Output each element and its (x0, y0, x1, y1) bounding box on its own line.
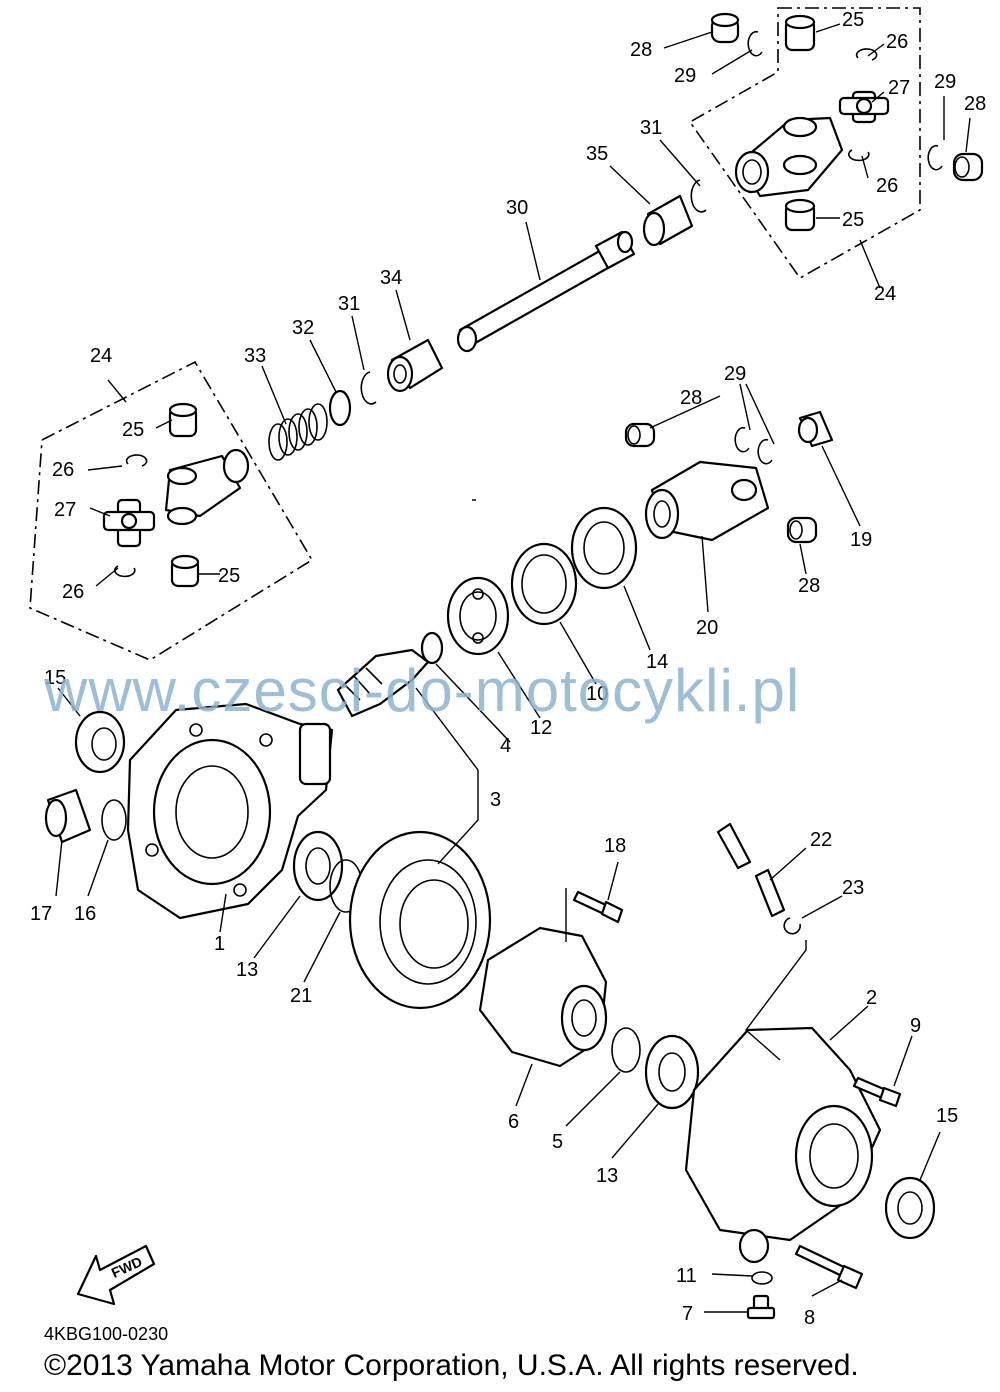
callout-28: 28 (798, 575, 820, 597)
bearing-13-right (644, 1034, 700, 1110)
callout-15: 15 (936, 1105, 958, 1127)
callout-17: 17 (30, 903, 52, 925)
o-ring-16 (101, 799, 127, 841)
spider-cross-left (102, 498, 156, 548)
bolt-8 (794, 1244, 864, 1290)
differential-case-6 (478, 926, 608, 1068)
washer-32 (328, 389, 352, 427)
copyright-notice: ©2013 Yamaha Motor Corporation, U.S.A. A… (44, 1349, 859, 1382)
callout-30: 30 (506, 197, 528, 219)
gasket-11 (751, 1271, 773, 1285)
callout-9: 9 (910, 1015, 921, 1037)
circlip-31-lower (360, 371, 377, 405)
callout-19: 19 (850, 529, 872, 551)
dust-boot-35 (642, 194, 694, 247)
callout-28: 28 (964, 93, 986, 115)
callout-3: 3 (490, 789, 501, 811)
spring-33 (268, 403, 328, 461)
callout-18: 18 (604, 835, 626, 857)
nut-19 (797, 410, 834, 448)
callout-22: 22 (810, 829, 832, 851)
callout-20: 20 (696, 617, 718, 639)
callout-23: 23 (842, 877, 864, 899)
callout-24: 24 (90, 345, 112, 367)
callout-29: 29 (724, 363, 746, 385)
callout-35: 35 (586, 143, 608, 165)
oil-seal-15-left (74, 710, 126, 774)
callout-8: 8 (804, 1307, 815, 1329)
callout-2: 2 (866, 987, 877, 1009)
callout-4: 4 (500, 735, 511, 757)
callout-12: 12 (530, 717, 552, 739)
callout-31: 31 (640, 117, 662, 139)
ring-gear (348, 830, 492, 1010)
callout-15: 15 (44, 667, 66, 689)
callout-1: 1 (214, 933, 225, 955)
bolt-18 (572, 890, 624, 924)
callout-33: 33 (244, 345, 266, 367)
callout-25: 25 (218, 565, 240, 587)
bearing-retainer-10 (510, 542, 578, 626)
callout-24: 24 (874, 283, 896, 305)
callout-labels: 28 29 25 26 27 29 28 26 25 24 31 35 30 3… (30, 9, 986, 1329)
callout-26: 26 (876, 175, 898, 197)
callout-28: 28 (630, 39, 652, 61)
callout-32: 32 (292, 317, 314, 339)
callout-26: 26 (62, 581, 84, 603)
callout-29: 29 (934, 71, 956, 93)
callout-26: 26 (52, 459, 74, 481)
universal-joint-assembly-upper (688, 7, 984, 280)
drain-bolt-7 (746, 1294, 776, 1320)
callout-27: 27 (54, 499, 76, 521)
bushing-28-yoke-a (624, 422, 656, 448)
callout-25: 25 (842, 209, 864, 231)
housing-cover-2 (684, 1026, 882, 1264)
callout-11: 11 (676, 1265, 697, 1287)
callout-34: 34 (380, 267, 402, 289)
oil-seal-14 (570, 506, 638, 590)
callout-13: 13 (236, 959, 258, 981)
callout-5: 5 (552, 1131, 563, 1153)
callout-16: 16 (74, 903, 96, 925)
shim-4 (420, 631, 444, 665)
callout-31: 31 (338, 293, 360, 315)
callout-29: 29 (674, 65, 696, 87)
callout-27: 27 (888, 77, 910, 99)
yoke-20 (644, 460, 770, 542)
callout-14: 14 (646, 651, 668, 673)
bearing-12 (446, 576, 510, 656)
nut-17 (44, 788, 92, 844)
housing-1 (126, 702, 334, 920)
fwd-arrow-icon: FWD (76, 1244, 156, 1306)
circlip-31-upper (690, 179, 707, 213)
diagram-code: 4KBG100-0230 (44, 1324, 169, 1344)
bushing-28-top (710, 12, 740, 44)
leader-lines (55, 23, 971, 1313)
bushing-28-right (952, 152, 984, 182)
bushing-28-yoke-b (786, 516, 818, 544)
seal-34 (386, 338, 444, 393)
callout-28: 28 (680, 387, 702, 409)
bolt-9 (852, 1076, 902, 1108)
drive-shaft-30 (456, 230, 636, 353)
callout-7: 7 (682, 1303, 693, 1325)
spider-cross-upper (838, 90, 890, 124)
callout-21: 21 (290, 985, 312, 1007)
oil-seal-15-right (884, 1176, 936, 1240)
drive-pinion-gear-3 (336, 648, 430, 718)
callout-26: 26 (886, 31, 908, 53)
callout-13: 13 (596, 1165, 618, 1187)
callout-25: 25 (842, 9, 864, 31)
o-ring-23 (783, 917, 801, 935)
universal-joint-assembly-left (29, 360, 314, 661)
callout-10: 10 (586, 683, 608, 705)
shim-5 (611, 1027, 641, 1073)
callout-25: 25 (122, 419, 144, 441)
callout-6: 6 (508, 1111, 519, 1133)
dowel-pin-22 (716, 822, 786, 918)
